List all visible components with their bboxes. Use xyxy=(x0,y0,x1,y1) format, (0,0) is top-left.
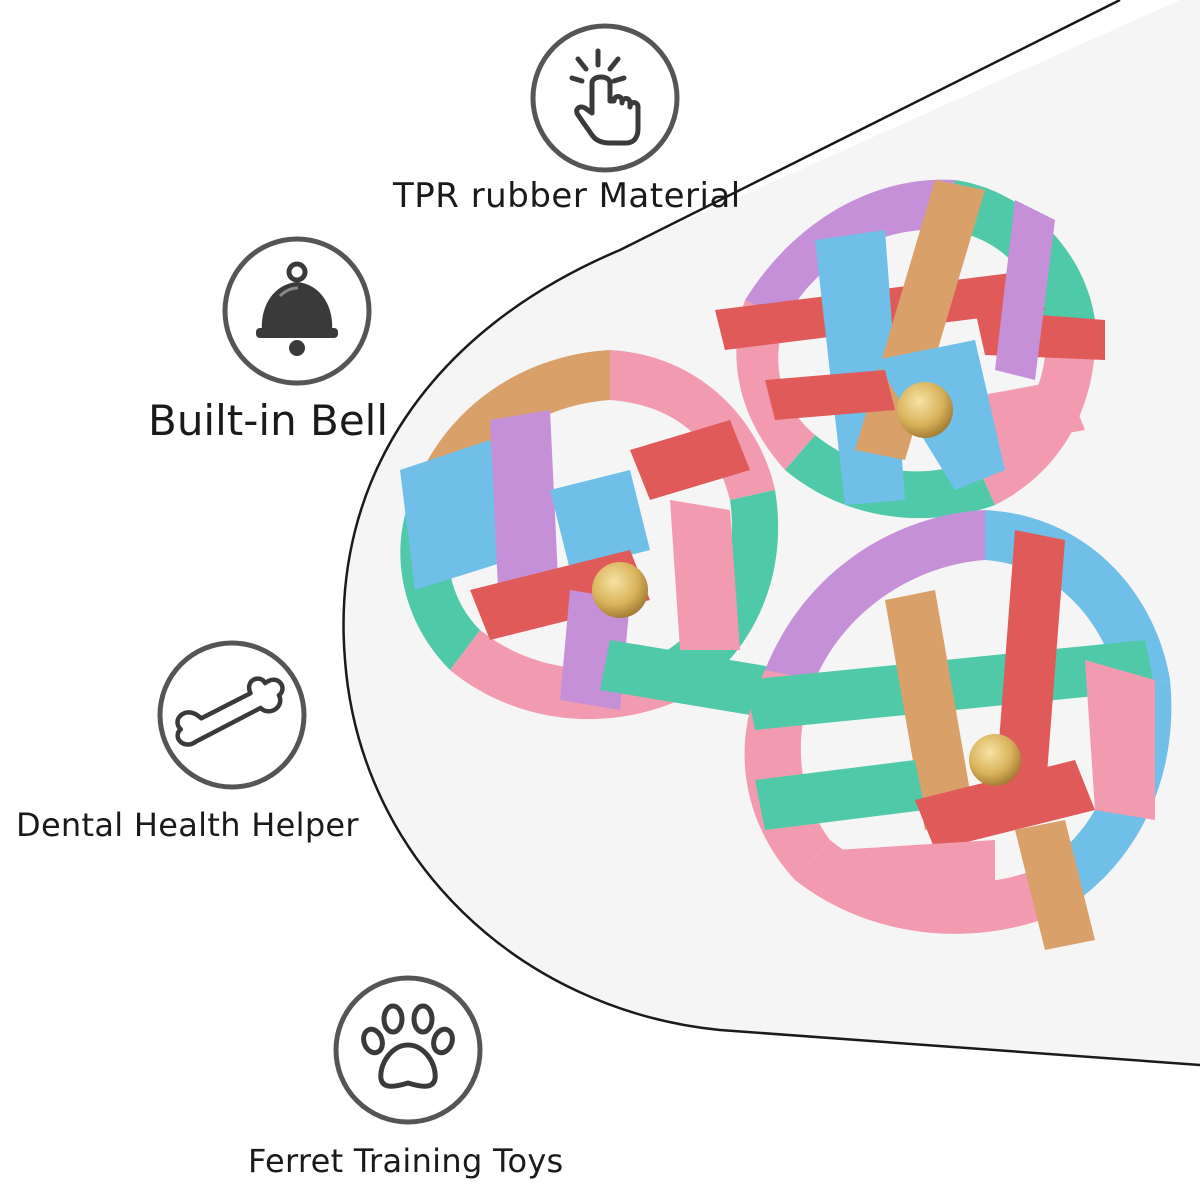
feature-label-bell: Built-in Bell xyxy=(148,396,389,445)
pointing-hand-icon xyxy=(530,23,680,173)
panel-outline xyxy=(342,0,1200,1067)
woven-ball-bottom xyxy=(744,510,1172,950)
woven-balls xyxy=(400,179,1172,950)
bone-icon xyxy=(157,640,307,790)
feature-label-tpr: TPR rubber Material xyxy=(393,176,741,216)
feature-label-dental: Dental Health Helper xyxy=(16,806,359,844)
paw-icon xyxy=(333,975,483,1125)
bell-icon xyxy=(222,236,372,386)
woven-ball-left xyxy=(400,350,790,720)
woven-ball-top xyxy=(715,179,1105,519)
feature-label-ferret: Ferret Training Toys xyxy=(248,1142,564,1180)
